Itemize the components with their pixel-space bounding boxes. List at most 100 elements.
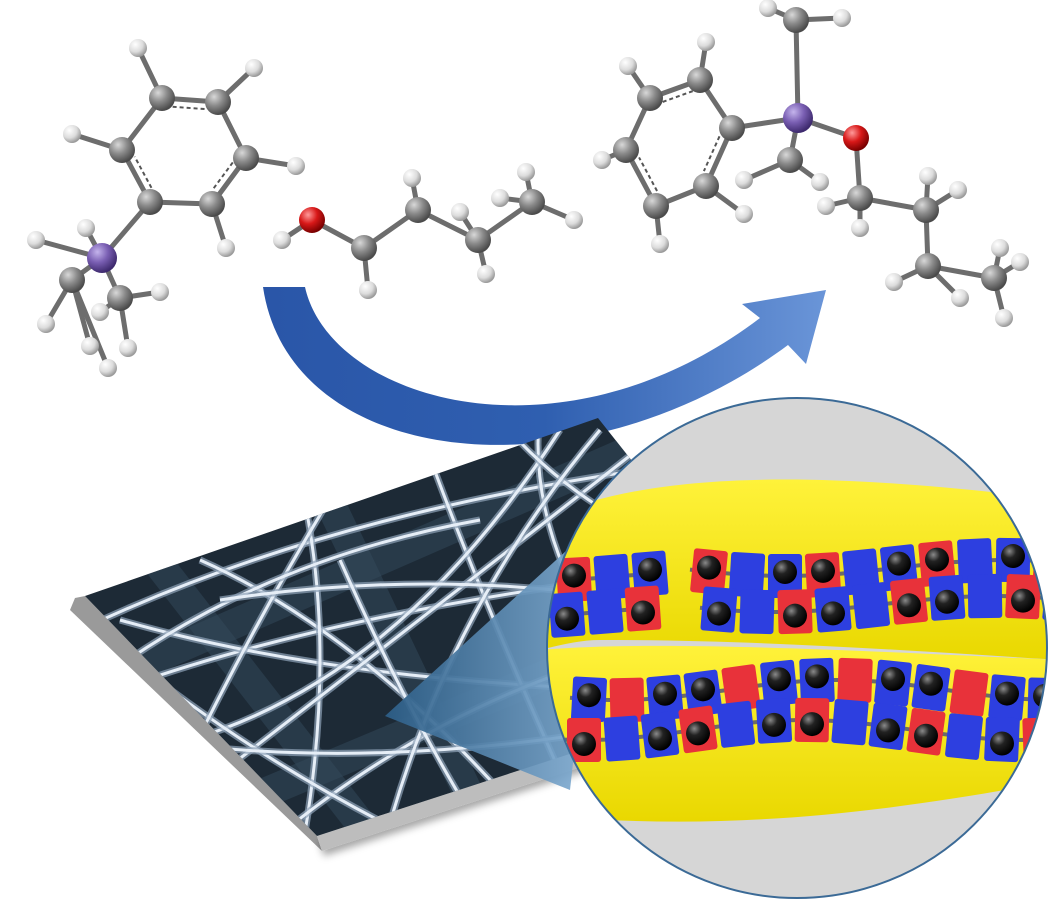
black-bead	[686, 721, 710, 746]
fiber	[298, 479, 322, 836]
carbon-atom	[847, 185, 873, 211]
black-bead	[887, 551, 911, 576]
fiber	[378, 429, 602, 836]
black-bead	[707, 601, 731, 626]
hydrogen-atom	[451, 203, 469, 221]
nitrogen-atom	[87, 243, 117, 273]
blue-block	[851, 582, 890, 630]
blue-block	[842, 548, 880, 596]
blue-block	[945, 713, 983, 760]
blue-block	[967, 573, 1003, 619]
black-bead	[821, 601, 845, 626]
hydrogen-atom	[619, 57, 637, 75]
hydrogen-atom	[593, 151, 611, 169]
carbon-atom	[719, 115, 745, 141]
black-bead	[562, 563, 586, 588]
carbon-atom	[107, 285, 133, 311]
black-bead	[995, 681, 1019, 706]
nanofiber-mat	[70, 418, 812, 851]
hydrogen-atom	[99, 359, 117, 377]
aromatic-bond	[662, 90, 694, 103]
hydrogen-atom	[759, 0, 777, 17]
black-bead	[990, 731, 1014, 756]
black-bead	[653, 681, 677, 706]
hydrogen-atom	[477, 265, 495, 283]
carbon-atom	[915, 253, 941, 279]
hydrogen-atom	[287, 157, 305, 175]
fiber	[85, 468, 641, 642]
black-bead	[1001, 544, 1025, 569]
curved-reaction-arrow	[263, 287, 826, 445]
carbon-atom	[777, 147, 803, 173]
black-bead	[691, 677, 715, 702]
hydrogen-atom	[217, 239, 235, 257]
hydrogen-atom	[27, 231, 45, 249]
blue-block	[831, 698, 869, 746]
black-bead	[773, 559, 797, 584]
hydrogen-atom	[77, 219, 95, 237]
carbon-atom	[405, 197, 431, 223]
hydrogen-atom	[37, 315, 55, 333]
hydrogen-atom	[491, 189, 509, 207]
aromatic-bond	[133, 156, 153, 189]
hydrogen-atom	[991, 239, 1009, 257]
blue-block	[957, 538, 993, 584]
zoom-cone	[385, 520, 600, 790]
hydrogen-atom	[245, 59, 263, 77]
arrow-body	[263, 287, 826, 445]
carbon-atom	[981, 265, 1007, 291]
fiber-shadow	[85, 418, 707, 714]
bond	[69, 277, 111, 371]
black-bead	[638, 557, 662, 582]
aromatic-bond	[172, 105, 207, 111]
carbon-atom	[149, 85, 175, 111]
blue-block	[586, 588, 624, 635]
hydrogen-atom	[995, 309, 1013, 327]
black-bead	[897, 593, 921, 618]
hydrogen-atom	[273, 231, 291, 249]
black-bead	[925, 547, 949, 572]
blue-block	[716, 700, 756, 748]
hydrogen-atom	[811, 173, 829, 191]
mat-slab-edge	[70, 596, 322, 851]
hydrogen-atom	[91, 303, 109, 321]
polymer-chain-magnification	[546, 397, 1048, 899]
black-bead	[783, 603, 807, 628]
polymer-chains	[547, 537, 1047, 763]
carbon-atom	[613, 137, 639, 163]
dimethylaniline-molecule	[27, 39, 305, 377]
carbon-atom	[643, 193, 669, 219]
carbon-atom	[637, 85, 663, 111]
hydrogen-atom	[119, 339, 137, 357]
black-bead	[811, 558, 835, 583]
blue-block	[739, 589, 775, 635]
black-bead	[1039, 545, 1047, 570]
hydrogen-atom	[919, 167, 937, 185]
carbon-atom	[109, 137, 135, 163]
hydrogen-atom	[817, 197, 835, 215]
black-bead	[876, 718, 900, 743]
oxygen-atom	[299, 207, 325, 233]
black-bead	[881, 667, 905, 692]
black-bead	[1011, 588, 1035, 613]
carbon-atom	[233, 145, 259, 171]
hydrogen-atom	[951, 289, 969, 307]
hydrogen-atom	[129, 39, 147, 57]
hydrogen-atom	[1011, 253, 1029, 271]
fiber-shadow	[128, 530, 432, 836]
hydrogen-atom	[565, 211, 583, 229]
zoom-circle-border	[546, 397, 1048, 899]
hydrogen-atom	[851, 219, 869, 237]
blue-block	[603, 715, 641, 762]
carbon-atom	[783, 7, 809, 33]
fiber	[99, 518, 481, 682]
red-block	[721, 664, 761, 712]
carbon-atom	[693, 173, 719, 199]
aromatic-bond	[638, 156, 658, 192]
hydrogen-atom	[735, 205, 753, 223]
aromatic-bond	[702, 135, 721, 172]
carbon-atom	[199, 191, 225, 217]
hydrogen-atom	[949, 181, 967, 199]
black-bead	[631, 600, 655, 625]
